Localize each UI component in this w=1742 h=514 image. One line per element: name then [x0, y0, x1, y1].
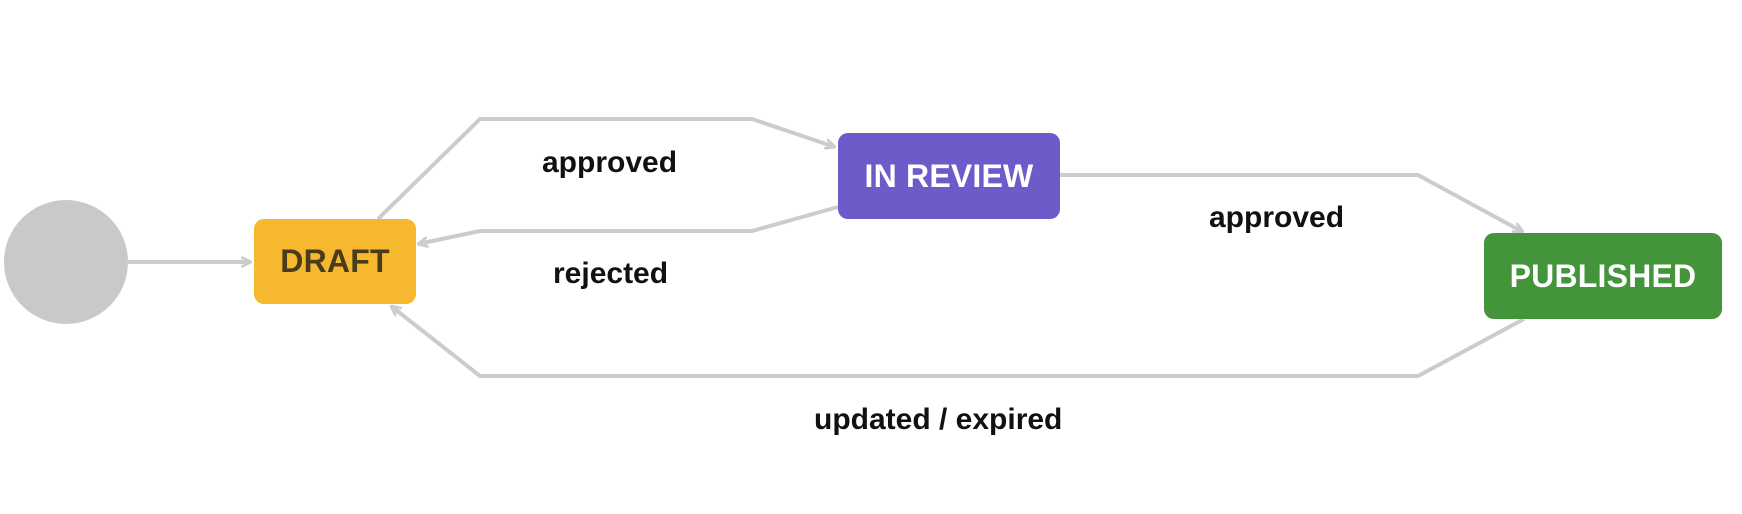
- state-in-review-label: IN REVIEW: [864, 157, 1034, 194]
- initial-state-circle: [4, 200, 128, 324]
- edge-label-review-to-draft: rejected: [553, 257, 669, 290]
- edge-label-draft-to-review: approved: [542, 146, 678, 179]
- state-draft-label: DRAFT: [280, 243, 390, 279]
- state-in-review[interactable]: IN REVIEW: [838, 133, 1060, 219]
- review-to-published-edge: [1060, 173, 1523, 234]
- state-published[interactable]: PUBLISHED: [1484, 233, 1722, 319]
- draft-to-review-edge: [376, 117, 835, 221]
- review-to-draft-edge: [418, 205, 839, 244]
- edge-label-review-to-published: approved: [1209, 201, 1345, 234]
- state-published-label: PUBLISHED: [1509, 257, 1697, 294]
- published-to-draft-edge: [391, 304, 1525, 378]
- state-draft[interactable]: DRAFT: [254, 219, 416, 304]
- edge-label-published-to-draft: updated / expired: [814, 403, 1063, 436]
